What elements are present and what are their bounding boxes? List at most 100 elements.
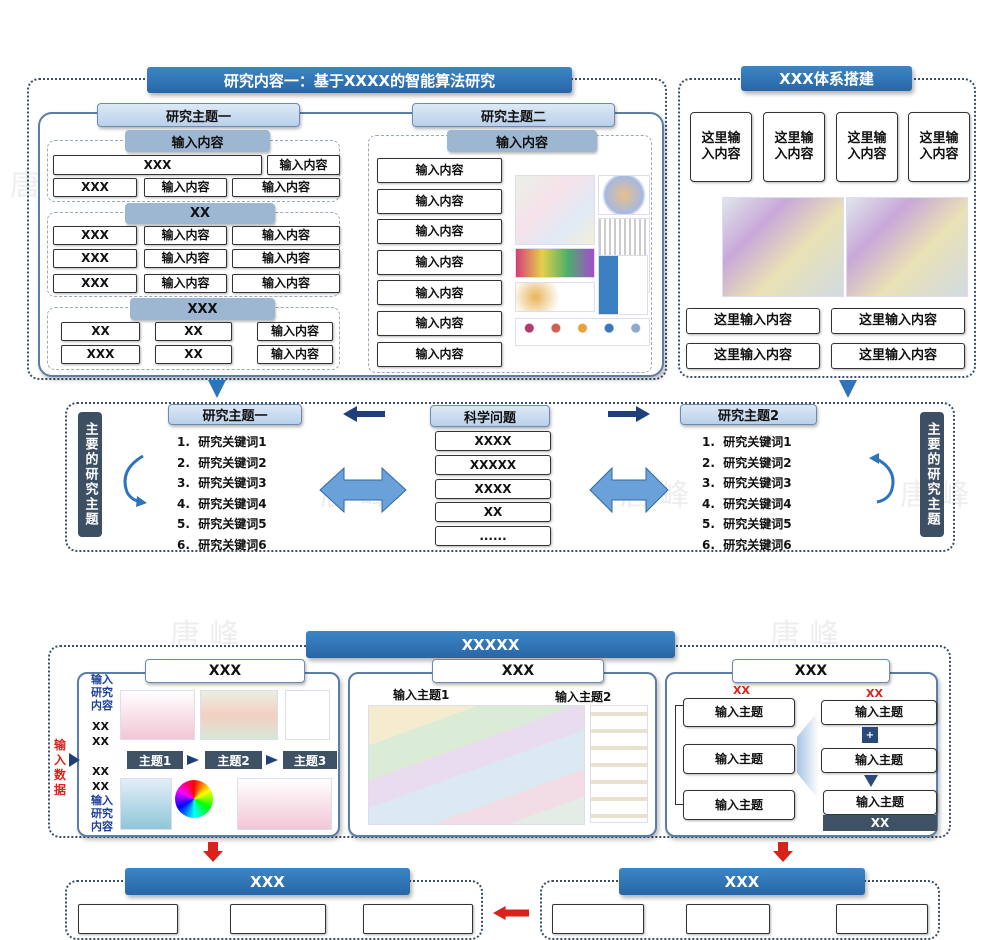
venn-thumbnail <box>598 175 650 215</box>
question-item: ...... <box>435 526 551 546</box>
cell: XX <box>155 345 232 364</box>
arrow-right-icon <box>608 406 650 422</box>
cell: 输入内容 <box>232 249 340 268</box>
arrow-down-icon <box>208 380 226 398</box>
keyword-item: 6. 研究关键词6 <box>177 538 267 552</box>
topic-box: 输入主题 <box>823 790 937 815</box>
input-research-label: 输入研究内容 <box>91 673 113 712</box>
heatmap-thumbnail <box>120 778 172 830</box>
topic-box: 输入主题 <box>821 700 937 725</box>
cell: 输入内容 <box>144 249 227 268</box>
cell: XXX <box>53 178 137 197</box>
panel1-header: XXX <box>145 659 305 683</box>
input-research-label: 输入研究内容 <box>91 794 113 833</box>
bracket <box>675 705 683 805</box>
flow-step: 主题2 <box>205 751 262 769</box>
theme2-header: 研究主题二 <box>412 103 615 127</box>
group1-header: 输入内容 <box>125 130 270 152</box>
xx-label: XX <box>92 720 109 733</box>
input-item: 输入内容 <box>377 280 502 306</box>
section2-title: XXX体系搭建 <box>741 66 912 91</box>
flow-thumbnail <box>200 690 278 740</box>
side-label-left: 主要的研究主题 <box>78 412 102 537</box>
content-box: 这里输入内容 <box>686 308 820 334</box>
keyword-item: 5. 研究关键词5 <box>702 517 792 532</box>
question-item: XX <box>435 502 551 522</box>
theme2-group-header: 输入内容 <box>447 130 597 152</box>
keyword-item: 3. 研究关键词3 <box>177 476 267 491</box>
arrow-right-icon <box>69 753 80 767</box>
color-swatch-legend <box>590 705 648 823</box>
panel3-header: XXX <box>732 659 890 683</box>
cell: XXX <box>53 155 262 175</box>
xx-label: XX <box>92 765 109 778</box>
topic-box: 输入主题 <box>683 744 795 774</box>
box <box>78 904 178 934</box>
topic1-label: 输入主题1 <box>393 688 450 702</box>
content-box: 这里输入内容 <box>908 112 970 182</box>
xx-red-label: XX <box>866 687 883 700</box>
side-label-right: 主要的研究主题 <box>920 412 944 537</box>
input-item: 输入内容 <box>377 249 502 275</box>
box <box>230 904 326 934</box>
timeline-chart-image <box>368 705 585 825</box>
pie-thumbnail <box>515 282 595 312</box>
curved-arrow-icon <box>123 454 147 507</box>
group3-header: XXX <box>130 298 275 320</box>
content-box: 这里输入内容 <box>831 308 965 334</box>
arrow-down-red-icon <box>773 842 793 862</box>
cell: XXX <box>61 345 140 364</box>
funnel-shape <box>797 710 819 800</box>
arrow-right-icon <box>266 755 278 765</box>
cell: 输入内容 <box>144 274 227 293</box>
hbar-thumbnail <box>598 255 648 315</box>
arrow-down-icon <box>864 775 878 787</box>
protein-structure-image <box>846 197 968 297</box>
chart-thumbnail <box>515 175 595 245</box>
question-item: XXXX <box>435 479 551 499</box>
section4-left-title: XXX <box>125 868 410 895</box>
cell: XXX <box>53 226 137 245</box>
question-item: XXXX <box>435 431 551 451</box>
topic-box: 输入主题 <box>683 698 795 727</box>
protein-structure-image <box>722 197 844 297</box>
cell: XXX <box>53 249 137 268</box>
xx-red-label: XX <box>733 684 750 697</box>
keyword-item: 3. 研究关键词3 <box>702 476 792 491</box>
scatter-thumbnail <box>120 690 195 740</box>
middle-frame <box>65 402 955 552</box>
scatter-thumbnail <box>237 778 332 830</box>
box <box>836 904 928 934</box>
arrow-left-red-icon <box>493 906 529 920</box>
color-legend-thumbnail <box>515 318 650 346</box>
content-box: 这里输入内容 <box>836 112 898 182</box>
section3-title: XXXXX <box>306 631 675 658</box>
cell: 输入内容 <box>232 178 340 197</box>
mid-theme2-header: 研究主题2 <box>680 404 817 425</box>
topic-box: 输入主题 <box>683 790 795 820</box>
xx-label: XX <box>92 780 109 793</box>
section4-right-title: XXX <box>619 868 865 895</box>
input-data-label: 输入数据 <box>54 738 67 797</box>
arrow-right-icon <box>187 755 199 765</box>
area-chart-thumbnail <box>515 248 595 278</box>
theme1-header: 研究主题一 <box>97 103 300 127</box>
curved-arrow-icon <box>869 453 895 504</box>
arrow-down-icon <box>839 380 857 398</box>
input-item: 输入内容 <box>377 311 502 336</box>
box <box>686 904 770 934</box>
panel2-header: XXX <box>432 659 604 683</box>
keyword-item: 2. 研究关键词2 <box>177 455 267 470</box>
box <box>552 904 644 934</box>
keyword-item: 5. 研究关键词5 <box>177 517 267 532</box>
topic-box: 输入主题 <box>821 748 937 773</box>
flow-step: 主题1 <box>127 751 183 769</box>
content-box: 这里输入内容 <box>763 112 825 182</box>
keyword-item: 1. 研究关键词1 <box>177 435 267 449</box>
section1-title: 研究内容一：基于XXXX的智能算法研究 <box>147 67 572 93</box>
cell: 输入内容 <box>144 226 227 245</box>
keyword-item: 4. 研究关键词4 <box>177 496 267 511</box>
input-item: 输入内容 <box>377 158 502 183</box>
content-box: 这里输入内容 <box>831 343 965 369</box>
cell: 输入内容 <box>267 155 340 175</box>
